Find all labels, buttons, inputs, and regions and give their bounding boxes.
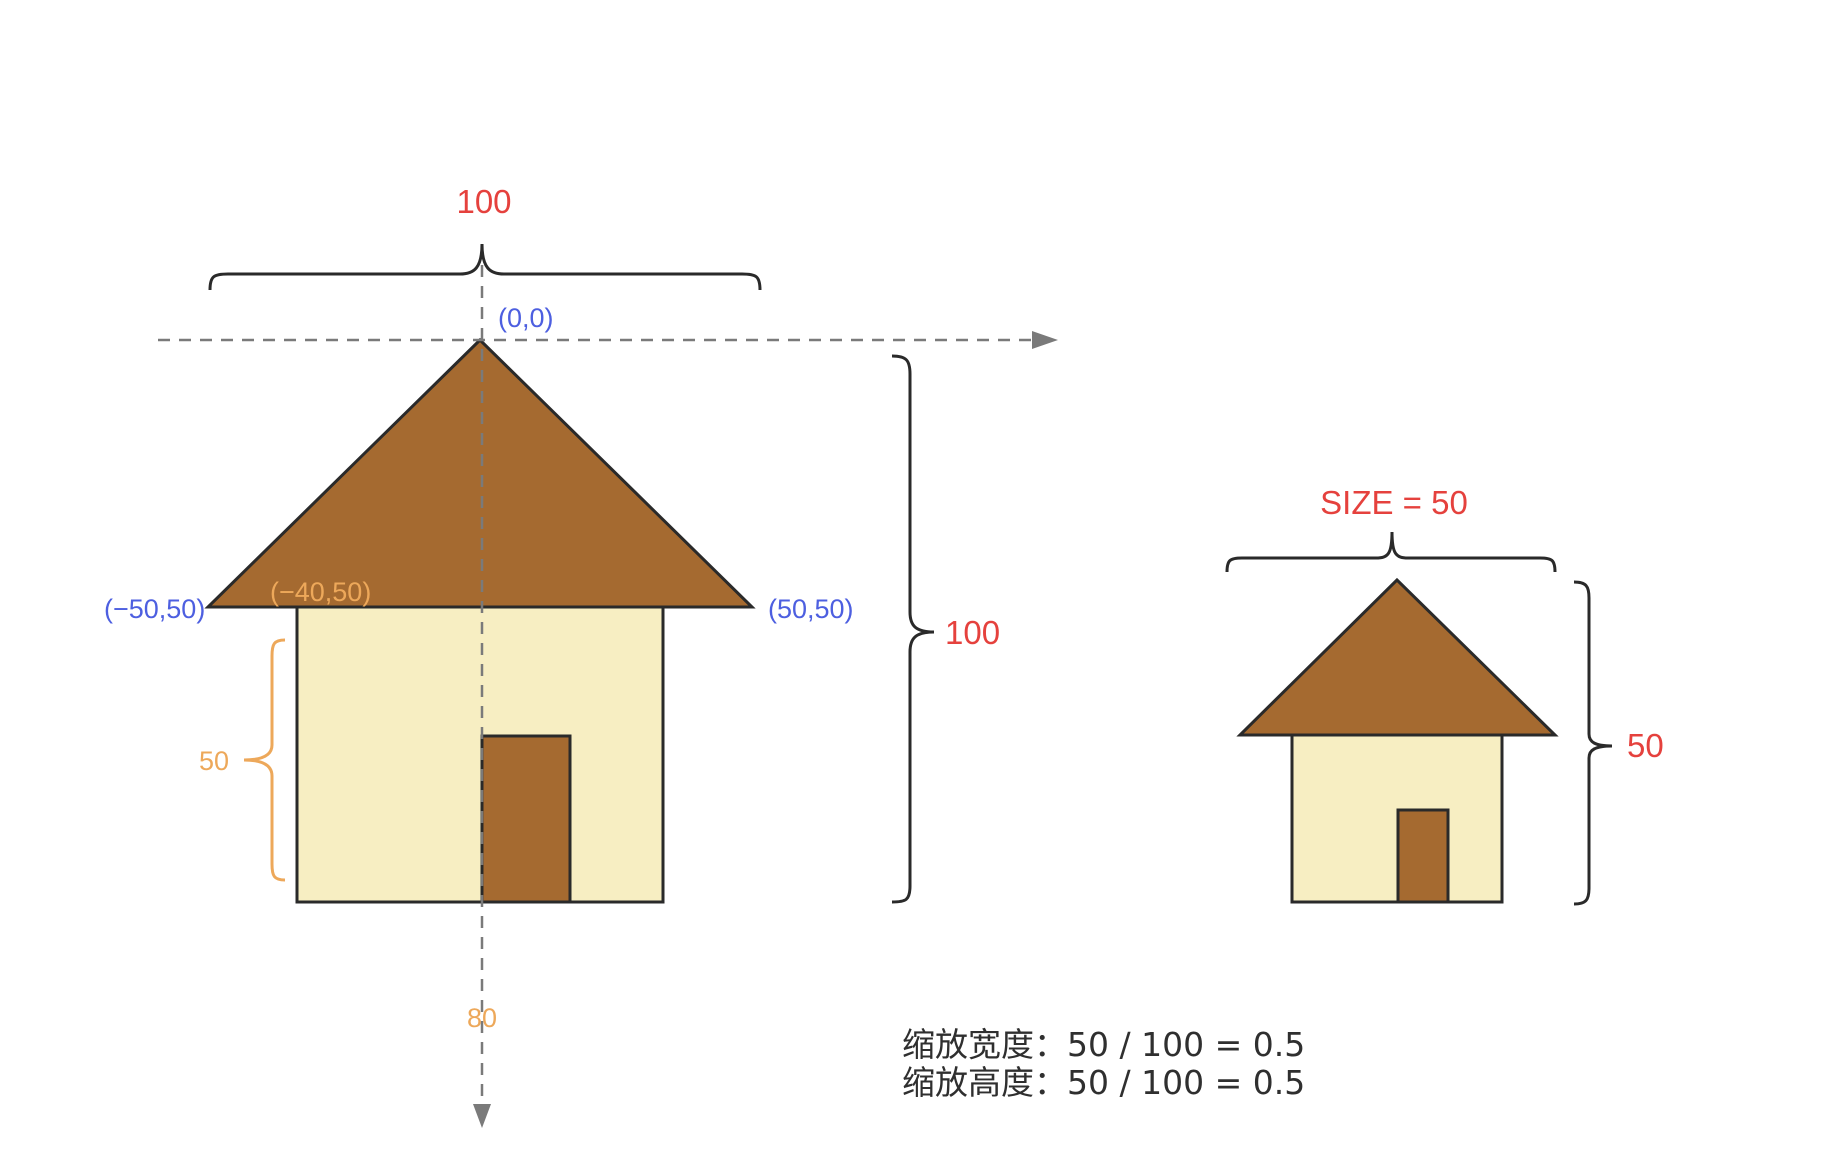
scale-height-note: 缩放高度：50 / 100 = 0.5: [902, 1063, 1305, 1102]
large-house-wall: [295, 605, 665, 904]
large-house-roof: [204, 337, 756, 609]
large-height-label: 100: [945, 614, 1000, 651]
small-height-label: 50: [1627, 727, 1664, 764]
coordinate-axes: [158, 244, 1058, 1128]
small-house-roof: [1236, 577, 1559, 737]
y-axis-arrow-icon: [473, 1104, 491, 1128]
wall-height-label: 50: [199, 746, 229, 776]
wall-width-label: 80: [467, 1003, 497, 1033]
wall-height-brace: [243, 638, 286, 882]
scale-width-note: 缩放宽度：50 / 100 = 0.5: [902, 1025, 1305, 1064]
large-width-label: 100: [456, 183, 511, 220]
origin-label: (0,0): [498, 303, 554, 333]
small-house: [1236, 577, 1559, 904]
small-height-brace: [1573, 580, 1613, 906]
right-eave-label: (50,50): [768, 594, 854, 624]
size-label: SIZE = 50: [1320, 484, 1468, 521]
height-brace-right: [891, 354, 935, 904]
large-house-door: [480, 734, 572, 904]
left-eave-label: (−50,50): [104, 594, 205, 624]
width-brace-top: [208, 243, 762, 291]
small-house-door: [1396, 808, 1450, 904]
large-house: [204, 337, 756, 904]
size-brace-top: [1225, 531, 1557, 573]
wall-corner-label: (−40,50): [270, 577, 371, 607]
x-axis-arrow-icon: [1032, 331, 1058, 349]
